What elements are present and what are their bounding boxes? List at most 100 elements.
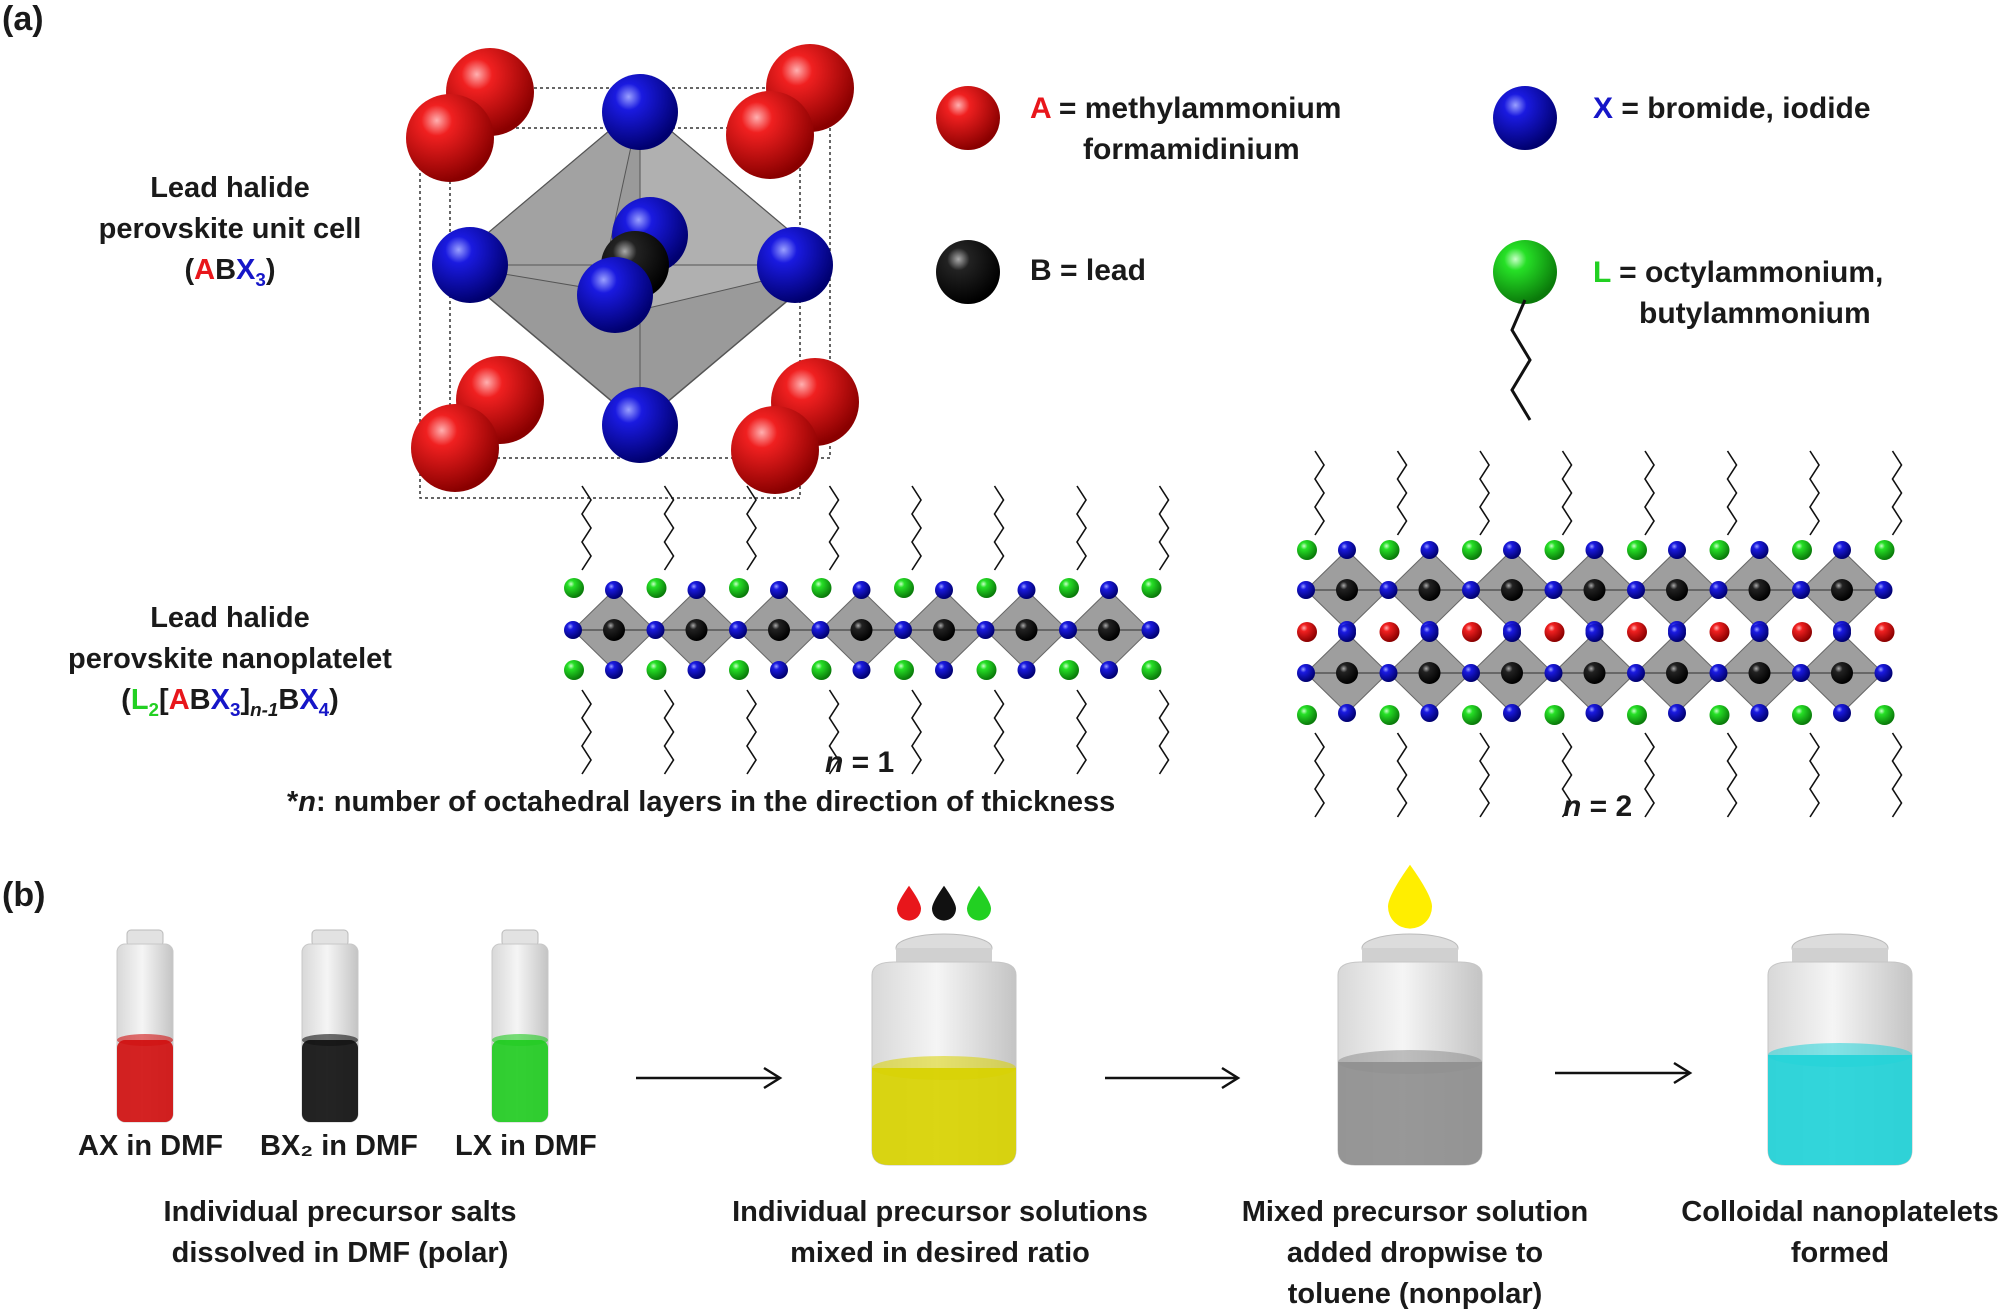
l-site-atom bbox=[1544, 705, 1565, 725]
ligand-chain bbox=[993, 485, 1005, 571]
l-site-atom bbox=[976, 660, 997, 680]
x-site-atom bbox=[935, 581, 953, 599]
l-site-atom bbox=[1462, 540, 1482, 560]
x-site-atom bbox=[1017, 661, 1036, 679]
legend-l: L = octylammonium, butylammonium bbox=[1593, 256, 1884, 330]
b-site-atom bbox=[1336, 662, 1358, 684]
ligand-chain bbox=[581, 689, 592, 775]
l-site-atom bbox=[1627, 705, 1647, 725]
ligand-chain bbox=[1809, 450, 1820, 536]
l-site-atom bbox=[1627, 540, 1647, 560]
x-site-atom bbox=[605, 581, 623, 599]
x-site-atom bbox=[1709, 581, 1728, 599]
x-site-atom bbox=[1017, 581, 1036, 599]
nanoplatelet-formula: (L2[ABX3]n-1BX4) bbox=[121, 684, 339, 720]
b-site-atom bbox=[1748, 579, 1771, 601]
vial-label-lx: LX in DMF bbox=[455, 1130, 597, 1162]
vial-liquid bbox=[492, 1040, 548, 1122]
ligand-chain bbox=[911, 485, 922, 571]
a-site-atom bbox=[1709, 622, 1730, 642]
ligand-chain bbox=[1726, 450, 1738, 536]
x-site-atom bbox=[1338, 541, 1356, 559]
ligand-chain bbox=[1809, 732, 1820, 818]
x-site-atom bbox=[852, 581, 871, 599]
l-site-atom bbox=[729, 660, 749, 680]
x-site-atom bbox=[1379, 581, 1398, 599]
vial-label-bx2: BX₂ in DMF bbox=[260, 1130, 418, 1162]
x-site-atom bbox=[1585, 704, 1604, 722]
x-site-atom bbox=[1668, 541, 1686, 559]
legend-a-sphere bbox=[936, 86, 1000, 150]
b-site-atom bbox=[1015, 619, 1038, 641]
legend-l-chain bbox=[1510, 299, 1532, 421]
x-site-atom bbox=[1585, 624, 1604, 642]
b-site-atom bbox=[933, 619, 955, 641]
ligand-chain bbox=[1396, 450, 1408, 536]
a-site-atom bbox=[1379, 622, 1400, 642]
n1-label: n = 1 bbox=[825, 746, 895, 779]
b-site-atom bbox=[768, 619, 790, 641]
x-site-atom bbox=[935, 661, 953, 679]
x-site-atom bbox=[1503, 704, 1521, 722]
a-site-atom bbox=[1874, 622, 1895, 642]
l-site-atom bbox=[646, 660, 667, 680]
colloid-jar bbox=[1767, 933, 1913, 1166]
x-site-atom bbox=[1100, 661, 1118, 679]
l-site-atom bbox=[1059, 578, 1079, 598]
l-site-atom bbox=[1297, 540, 1317, 560]
x-site-atom bbox=[1833, 624, 1851, 642]
x-site-atom bbox=[1750, 704, 1769, 722]
unit-cell-title-line2: perovskite unit cell bbox=[98, 213, 362, 245]
x-site-atom bbox=[1874, 581, 1893, 599]
x-site-atom bbox=[852, 661, 871, 679]
nanoplatelet-title-line2: perovskite nanoplatelet bbox=[68, 643, 392, 675]
x-site-atom bbox=[976, 621, 995, 639]
b-site-atom bbox=[1583, 579, 1606, 601]
x-site-atom bbox=[687, 661, 706, 679]
b-site-atom bbox=[1831, 662, 1853, 684]
legend-b-sphere bbox=[936, 240, 1000, 304]
unit-cell-title-line1: Lead halide bbox=[150, 172, 310, 204]
b-site-atom bbox=[1098, 619, 1120, 641]
l-site-atom bbox=[1297, 705, 1317, 725]
ligand-chain bbox=[1076, 689, 1087, 775]
jar-liquid-surface bbox=[1768, 1043, 1912, 1067]
x-site-atom bbox=[1750, 624, 1769, 642]
vial-label-ax: AX in DMF bbox=[78, 1130, 223, 1162]
vial bbox=[116, 929, 174, 1123]
yellow-drop-icon bbox=[1388, 864, 1432, 929]
ligand-chain bbox=[1891, 450, 1903, 536]
b-site-atom bbox=[850, 619, 873, 641]
step-3-caption: Mixed precursor solution added dropwise … bbox=[1241, 1196, 1589, 1310]
ligand-chain bbox=[1891, 732, 1903, 818]
ligand-chain bbox=[581, 485, 592, 571]
x-site-atom bbox=[1059, 621, 1077, 639]
ligand-chain bbox=[828, 689, 840, 775]
x-site-atom-front bbox=[577, 257, 653, 333]
l-site-atom bbox=[1709, 705, 1730, 725]
x-site-atom bbox=[1420, 704, 1439, 722]
x-site-atom bbox=[1833, 541, 1851, 559]
b-site-atom bbox=[603, 619, 625, 641]
vial-liquid-surface bbox=[492, 1034, 548, 1046]
toluene-jar bbox=[1337, 933, 1483, 1166]
x-site-atom bbox=[1420, 624, 1439, 642]
mixing-jar bbox=[871, 933, 1017, 1166]
x-site-atom bbox=[1379, 664, 1398, 682]
x-site-atom bbox=[770, 661, 788, 679]
x-site-atom bbox=[1297, 664, 1315, 682]
b-site-atom bbox=[1831, 579, 1853, 601]
ligand-chain bbox=[746, 689, 757, 775]
n2-label: n = 2 bbox=[1563, 790, 1633, 823]
ligand-chain bbox=[993, 689, 1005, 775]
x-site-atom bbox=[564, 621, 582, 639]
x-site-atom bbox=[770, 581, 788, 599]
ligand-chain bbox=[1644, 732, 1655, 818]
step-1-caption: Individual precursor salts dissolved in … bbox=[163, 1196, 517, 1269]
b-site-atom bbox=[685, 619, 708, 641]
ligand-chain bbox=[1726, 732, 1738, 818]
x-site-atom bbox=[1874, 664, 1893, 682]
